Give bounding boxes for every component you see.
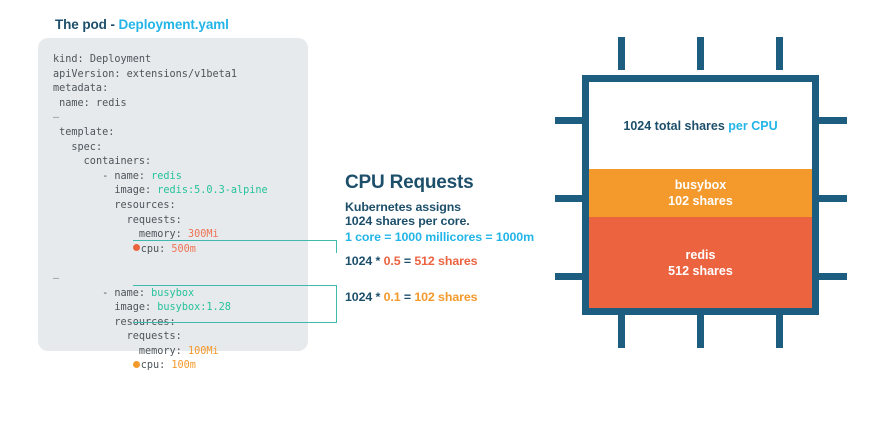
- yaml-key: requests:: [126, 214, 182, 226]
- yaml-code-line: cpu: 100m: [53, 359, 268, 374]
- yaml-value: 500m: [171, 243, 196, 255]
- chip-pin-left-2: [555, 195, 588, 202]
- yaml-code-line: resources:: [53, 199, 268, 214]
- cpu-requests-line-2: 1024 shares per core.: [345, 214, 470, 228]
- yaml-key: template:: [59, 126, 115, 138]
- yaml-key: image:: [114, 302, 158, 314]
- chip-total-prefix: 1024 total shares: [623, 118, 729, 133]
- chip-body: 1024 total shares per CPU busybox 102 sh…: [582, 75, 819, 315]
- chip-total-suffix: per CPU: [728, 118, 778, 133]
- yaml-code-line: - name: busybox: [53, 287, 268, 302]
- yaml-code-line: —: [53, 111, 268, 126]
- yaml-panel-title: The pod - Deployment.yaml: [55, 17, 229, 32]
- cpu-calc-busybox-base: 1024 *: [345, 290, 384, 304]
- yaml-key: spec:: [71, 141, 103, 153]
- yaml-value: redis: [95, 97, 127, 109]
- chip-redis-shares: 512 shares: [668, 263, 733, 278]
- yaml-code-line: requests:: [53, 330, 268, 345]
- chip-total-label: 1024 total shares per CPU: [623, 118, 777, 134]
- yaml-value: redis:5.0.3-alpine: [157, 185, 268, 197]
- yaml-code-line: memory: 300Mi: [53, 228, 268, 243]
- connector-bracket-busybox: [133, 285, 337, 323]
- yaml-value: 300Mi: [187, 229, 219, 241]
- cpu-calc-redis-factor: 0.5: [383, 254, 401, 268]
- yaml-key: name:: [59, 97, 96, 109]
- yaml-value: 100Mi: [187, 345, 219, 357]
- yaml-title-filename: Deployment.yaml: [118, 17, 229, 32]
- cpu-calc-busybox: 1024 * 0.1 = 102 shares: [345, 290, 478, 304]
- cpu-calc-busybox-result: 102 shares: [414, 290, 478, 304]
- yaml-key: —: [53, 272, 60, 284]
- connector-bracket-redis: [133, 240, 337, 253]
- cpu-calc-busybox-equals: =: [400, 290, 415, 304]
- cpu-calc-redis-result: 512 shares: [414, 254, 478, 268]
- yaml-value: busybox:1.28: [157, 302, 231, 314]
- cpu-requests-line-1: Kubernetes assigns: [345, 200, 461, 214]
- chip-pin-bottom-2: [697, 315, 704, 348]
- chip-pin-right-3: [814, 273, 847, 280]
- yaml-value: 100m: [171, 360, 196, 372]
- cpu-calc-redis-equals: =: [400, 254, 415, 268]
- cpu-marker-dot-icon: [132, 360, 140, 368]
- chip-busybox-name: busybox: [674, 178, 727, 192]
- yaml-key: - name:: [102, 170, 152, 182]
- yaml-code-line: image: redis:5.0.3-alpine: [53, 184, 268, 199]
- chip-segment-total: 1024 total shares per CPU: [589, 82, 812, 169]
- cpu-calc-redis-base: 1024 *: [345, 254, 384, 268]
- yaml-key: cpu:: [140, 360, 172, 372]
- yaml-key: —: [53, 112, 60, 124]
- cpu-calc-busybox-factor: 0.1: [383, 290, 401, 304]
- chip-pin-right-1: [814, 117, 847, 124]
- yaml-key: - name:: [102, 287, 152, 299]
- yaml-code-block: [38, 38, 308, 351]
- yaml-code-line: - name: redis: [53, 170, 268, 185]
- chip-pin-bottom-1: [618, 315, 625, 348]
- chip-segment-busybox: busybox 102 shares: [589, 169, 812, 217]
- chip-pin-right-2: [814, 195, 847, 202]
- yaml-key: image:: [114, 185, 158, 197]
- chip-pin-left-3: [555, 273, 588, 280]
- yaml-code-line: image: busybox:1.28: [53, 301, 268, 316]
- chip-pin-top-3: [776, 37, 783, 70]
- yaml-key: metadata:: [53, 83, 109, 95]
- cpu-marker-dot-icon: [132, 244, 140, 252]
- chip-pin-top-1: [618, 37, 625, 70]
- chip-busybox-shares: 102 shares: [668, 194, 733, 208]
- cpu-chip-diagram: 1024 total shares per CPU busybox 102 sh…: [555, 32, 876, 357]
- yaml-code-line: —: [53, 272, 268, 287]
- yaml-key: cpu:: [140, 243, 172, 255]
- chip-redis-name: redis: [685, 247, 716, 262]
- yaml-value: redis: [151, 170, 182, 182]
- yaml-code-line: memory: 100Mi: [53, 345, 268, 360]
- chip-pin-top-2: [697, 37, 704, 70]
- cpu-requests-line-3: 1 core = 1000 millicores = 1000m: [345, 230, 534, 244]
- chip-pin-left-1: [555, 117, 588, 124]
- cpu-calc-redis: 1024 * 0.5 = 512 shares: [345, 254, 478, 268]
- yaml-key: memory:: [138, 345, 188, 357]
- yaml-key: memory:: [138, 229, 188, 241]
- yaml-value: busybox: [151, 287, 195, 299]
- yaml-key: apiVersion:: [53, 68, 127, 80]
- yaml-value: Deployment: [89, 54, 152, 65]
- yaml-code-line: template:: [53, 126, 268, 141]
- yaml-key: containers:: [83, 156, 152, 168]
- yaml-code-line: spec:: [53, 141, 268, 156]
- yaml-code-line: metadata:: [53, 82, 268, 97]
- yaml-value: extensions/v1beta1: [126, 68, 238, 80]
- chip-pin-bottom-3: [776, 315, 783, 348]
- yaml-code-line: containers:: [53, 155, 268, 170]
- yaml-code-line: cpu: 500m: [53, 243, 268, 258]
- yaml-title-prefix: The pod -: [55, 17, 115, 32]
- yaml-code-line: kind: Deployment: [53, 53, 268, 68]
- yaml-code-line: name: redis: [53, 97, 268, 112]
- yaml-code-line: apiVersion: extensions/v1beta1: [53, 68, 268, 83]
- yaml-key: kind:: [53, 54, 90, 65]
- chip-segment-redis: redis 512 shares: [589, 217, 812, 308]
- yaml-key: resources:: [114, 199, 176, 211]
- yaml-key: requests:: [126, 331, 182, 343]
- yaml-code-line: [53, 257, 268, 272]
- cpu-requests-heading: CPU Requests: [345, 172, 474, 193]
- yaml-code-line: requests:: [53, 214, 268, 229]
